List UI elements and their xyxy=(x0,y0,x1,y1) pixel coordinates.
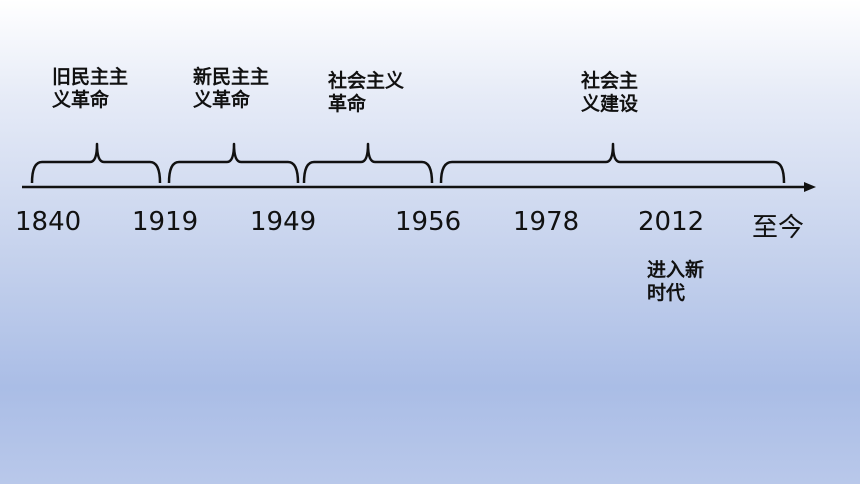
milestone-label-line: 进入新 xyxy=(647,259,705,281)
year-label-2012: 2012 xyxy=(638,207,705,237)
milestone-label-line: 时代 xyxy=(647,282,686,304)
period-label-socialist-revolution: 社会主义 革命 xyxy=(328,70,404,116)
year-label-1956: 1956 xyxy=(395,207,462,237)
brace-2 xyxy=(167,142,300,184)
year-label-1840: 1840 xyxy=(15,207,82,237)
period-label-old-democratic-revolution: 旧民主主 义革命 xyxy=(52,66,128,112)
brace-3 xyxy=(302,142,434,184)
year-label-1919: 1919 xyxy=(132,207,199,237)
period-label-line: 义建设 xyxy=(581,93,639,115)
year-label-1949: 1949 xyxy=(250,207,317,237)
year-label-1978: 1978 xyxy=(513,207,580,237)
period-label-line: 义革命 xyxy=(193,89,251,111)
period-label-socialist-construction: 社会主 义建设 xyxy=(581,70,638,116)
brace-4 xyxy=(439,142,786,184)
period-label-line: 社会主 xyxy=(581,70,639,92)
timeline-arrowhead xyxy=(804,182,816,192)
milestone-label-new-era: 进入新 时代 xyxy=(647,259,704,305)
period-label-line: 革命 xyxy=(328,93,367,115)
period-label-line: 新民主主 xyxy=(193,66,270,88)
brace-1 xyxy=(30,142,162,184)
period-label-line: 社会主义 xyxy=(328,70,405,92)
period-label-new-democratic-revolution: 新民主主 义革命 xyxy=(193,66,269,112)
year-label-present: 至今 xyxy=(752,213,805,243)
period-label-line: 旧民主主 xyxy=(52,66,129,88)
period-label-line: 义革命 xyxy=(52,89,110,111)
